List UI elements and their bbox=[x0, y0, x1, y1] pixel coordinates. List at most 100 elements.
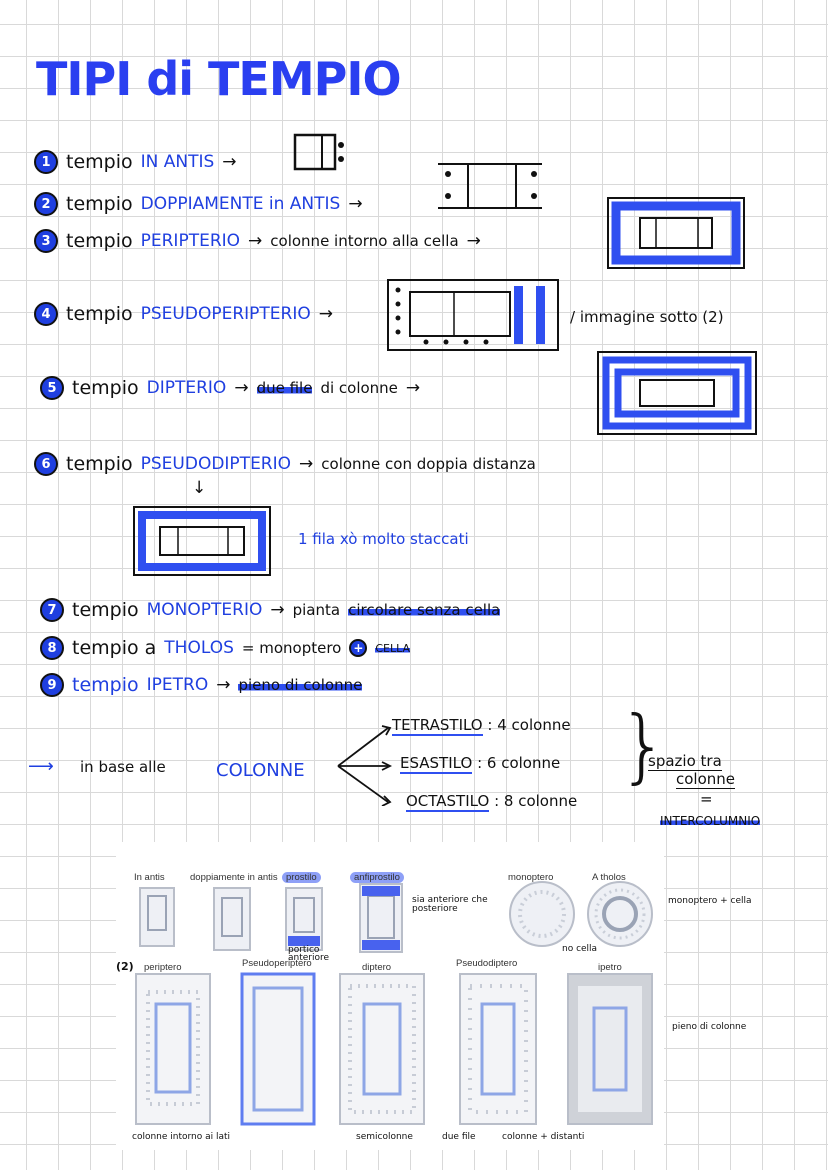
type-row-8: 8 tempio a THOLOS = monoptero + CELLA bbox=[40, 636, 411, 660]
caption-in-antis: In antis bbox=[134, 872, 165, 883]
note-pieno: pieno di colonne bbox=[672, 1022, 747, 1032]
arrow-icon: → bbox=[405, 378, 421, 398]
column-item-octastilo: OCTASTILO : 8 colonne bbox=[406, 792, 578, 812]
note-colonne-distanti: colonne + distanti bbox=[502, 1132, 585, 1142]
arrow-icon: → bbox=[216, 675, 231, 695]
column-item-tetrastilo: TETRASTILO : 4 colonne bbox=[392, 716, 571, 736]
note-portico: portico anteriore bbox=[288, 945, 330, 963]
note-intorno: colonne intorno ai lati bbox=[132, 1132, 231, 1142]
type-prefix: tempio bbox=[66, 303, 133, 325]
temple-plans-figure: In antis doppiamente in antis prostilo a… bbox=[116, 842, 664, 1150]
type-row-2: 2 tempio DOPPIAMENTE in ANTIS → bbox=[34, 192, 363, 216]
note-due-file: due file bbox=[442, 1132, 476, 1142]
equals-sign: = bbox=[700, 790, 713, 808]
arrow-icon: → bbox=[234, 378, 249, 398]
pseudodiptero-sketch bbox=[133, 506, 271, 576]
note-image-below: / immagine sotto (2) bbox=[570, 308, 724, 326]
caption-ipetro: ipetro bbox=[598, 962, 622, 973]
columns-lead: in base alle bbox=[80, 758, 166, 776]
number-badge: 7 bbox=[40, 598, 64, 622]
type-prefix: tempio bbox=[66, 193, 133, 215]
type-name: IPETRO bbox=[146, 675, 209, 695]
result-line-1: spazio tra bbox=[648, 752, 722, 771]
type-name: IN ANTIS bbox=[140, 152, 215, 172]
periptero-sketch bbox=[607, 197, 745, 269]
caption-monoptero: monoptero bbox=[508, 872, 554, 883]
type-prefix: tempio bbox=[72, 377, 139, 399]
columns-key: COLONNE bbox=[216, 760, 305, 781]
type-description-highlight: due file bbox=[256, 379, 313, 397]
type-name: DIPTERIO bbox=[146, 378, 227, 398]
down-arrow-icon: ↓ bbox=[192, 478, 207, 498]
type-prefix: tempio bbox=[66, 230, 133, 252]
arrow-icon: → bbox=[222, 152, 237, 172]
diptero-sketch bbox=[597, 351, 757, 435]
note-monoptero-cella: monoptero + cella bbox=[668, 896, 752, 906]
column-item-esastilo: ESASTILO : 6 colonne bbox=[400, 754, 561, 774]
plus-icon: + bbox=[349, 639, 368, 657]
result-term: INTERCOLUMNIO bbox=[660, 814, 761, 828]
caption-doppiamente: doppiamente in antis bbox=[190, 872, 278, 883]
type-description-highlight: pieno di colonne bbox=[238, 676, 363, 694]
number-badge: 4 bbox=[34, 302, 58, 326]
number-badge: 8 bbox=[40, 636, 64, 660]
type-row-1: 1 tempio IN ANTIS → bbox=[34, 150, 237, 174]
type-row-7: 7 tempio MONOPTERIO → pianta circolare s… bbox=[40, 598, 501, 622]
in-antis-sketch bbox=[293, 133, 344, 171]
brace-icon: } bbox=[618, 699, 669, 792]
branch-arrows-icon bbox=[337, 725, 393, 806]
caption-pseudoperiptero: Pseudoperiptero bbox=[242, 958, 312, 969]
page-title: TIPI di TEMPIO bbox=[36, 52, 402, 106]
arrow-icon: → bbox=[299, 454, 314, 474]
type-description: colonne con doppia distanza bbox=[321, 455, 536, 473]
number-badge: 5 bbox=[40, 376, 64, 400]
long-arrow-icon: ⟶ bbox=[28, 756, 54, 777]
number-badge: 2 bbox=[34, 192, 58, 216]
type-description-highlight: CELLA bbox=[375, 641, 411, 655]
arrow-icon: → bbox=[270, 600, 285, 620]
type-row-9: 9 tempio IPETRO → pieno di colonne bbox=[40, 673, 363, 697]
type-prefix: tempio a bbox=[72, 637, 157, 659]
type-description: pianta bbox=[292, 601, 341, 619]
type-name: PERIPTERIO bbox=[140, 231, 241, 251]
number-badge: 9 bbox=[40, 673, 64, 697]
note-2: (2) bbox=[116, 960, 134, 973]
arrow-icon: → bbox=[318, 304, 333, 324]
result-line-2: colonne bbox=[676, 770, 736, 789]
caption-periptero: periptero bbox=[144, 962, 182, 973]
type-name: MONOPTERIO bbox=[146, 600, 263, 620]
arrow-icon: → bbox=[466, 231, 481, 251]
pseudoperiptero-sketch bbox=[387, 279, 559, 351]
number-badge: 1 bbox=[34, 150, 58, 174]
note-sia: sia anteriore che posteriore bbox=[412, 895, 488, 914]
type-row-4: 4 tempio PSEUDOPERIPTERIO → bbox=[34, 302, 333, 326]
arrow-icon: → bbox=[348, 194, 363, 214]
temple-plans-drawings bbox=[135, 881, 653, 1126]
type-name: PSEUDOPERIPTERIO bbox=[140, 304, 311, 324]
caption-diptero: diptero bbox=[362, 962, 392, 973]
type-name: PSEUDODIPTERIO bbox=[140, 454, 292, 474]
type-row-3: 3 tempio PERIPTERIO → colonne intorno al… bbox=[34, 229, 481, 253]
note-one-row: 1 fila xò molto staccati bbox=[298, 530, 469, 548]
type-name: THOLOS bbox=[164, 638, 234, 658]
type-description-highlight: circolare senza cella bbox=[348, 601, 501, 619]
caption-a-tholos: A tholos bbox=[592, 872, 626, 883]
caption-anfiprostilo: anfiprostilo bbox=[350, 872, 404, 883]
type-description: di colonne bbox=[320, 379, 398, 397]
number-badge: 3 bbox=[34, 229, 58, 253]
number-badge: 6 bbox=[34, 452, 58, 476]
note-no-cella: no cella bbox=[562, 944, 598, 954]
type-prefix: tempio bbox=[72, 599, 139, 621]
type-prefix: tempio bbox=[66, 151, 133, 173]
doppiamente-in-antis-sketch bbox=[438, 163, 542, 209]
caption-pseudodiptero: Pseudodiptero bbox=[456, 958, 518, 969]
arrow-icon: → bbox=[248, 231, 263, 251]
caption-prostilo: prostilo bbox=[282, 872, 321, 883]
note-semicolonne: semicolonne bbox=[356, 1132, 413, 1142]
type-name: DOPPIAMENTE in ANTIS bbox=[140, 194, 341, 214]
type-row-5: 5 tempio DIPTERIO → due file di colonne … bbox=[40, 376, 420, 400]
type-row-6: 6 tempio PSEUDODIPTERIO → colonne con do… bbox=[34, 452, 536, 476]
type-prefix: tempio bbox=[72, 674, 139, 696]
type-description: = monoptero bbox=[241, 639, 342, 657]
type-prefix: tempio bbox=[66, 453, 133, 475]
